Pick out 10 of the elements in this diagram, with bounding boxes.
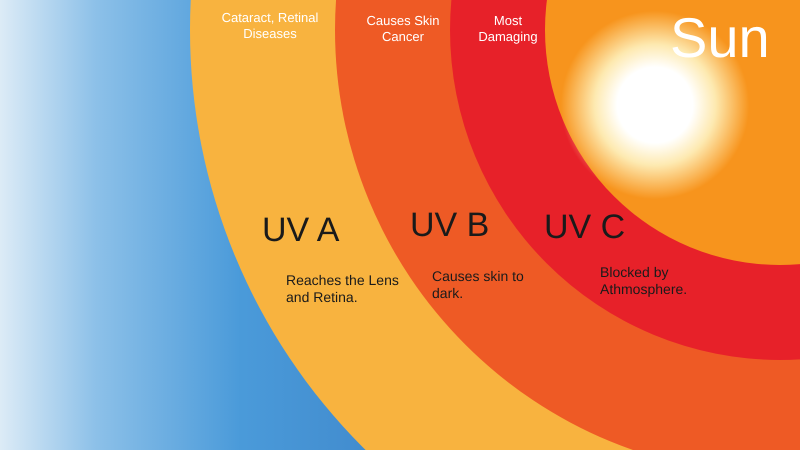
effect-caption: Most Damaging [477,13,539,45]
band-description: Causes skin to dark. [432,268,525,302]
sun-title: Sun [670,6,771,70]
band-title: UV B [410,205,490,245]
band-title: UV A [262,210,340,250]
effect-caption: Cataract, Retinal Diseases [220,10,320,42]
effect-caption: Causes Skin Cancer [366,13,440,45]
band-description: Reaches the Lens and Retina. [286,272,400,306]
band-description: Blocked by Athmosphere. [600,264,688,298]
band-title: UV C [544,207,626,247]
